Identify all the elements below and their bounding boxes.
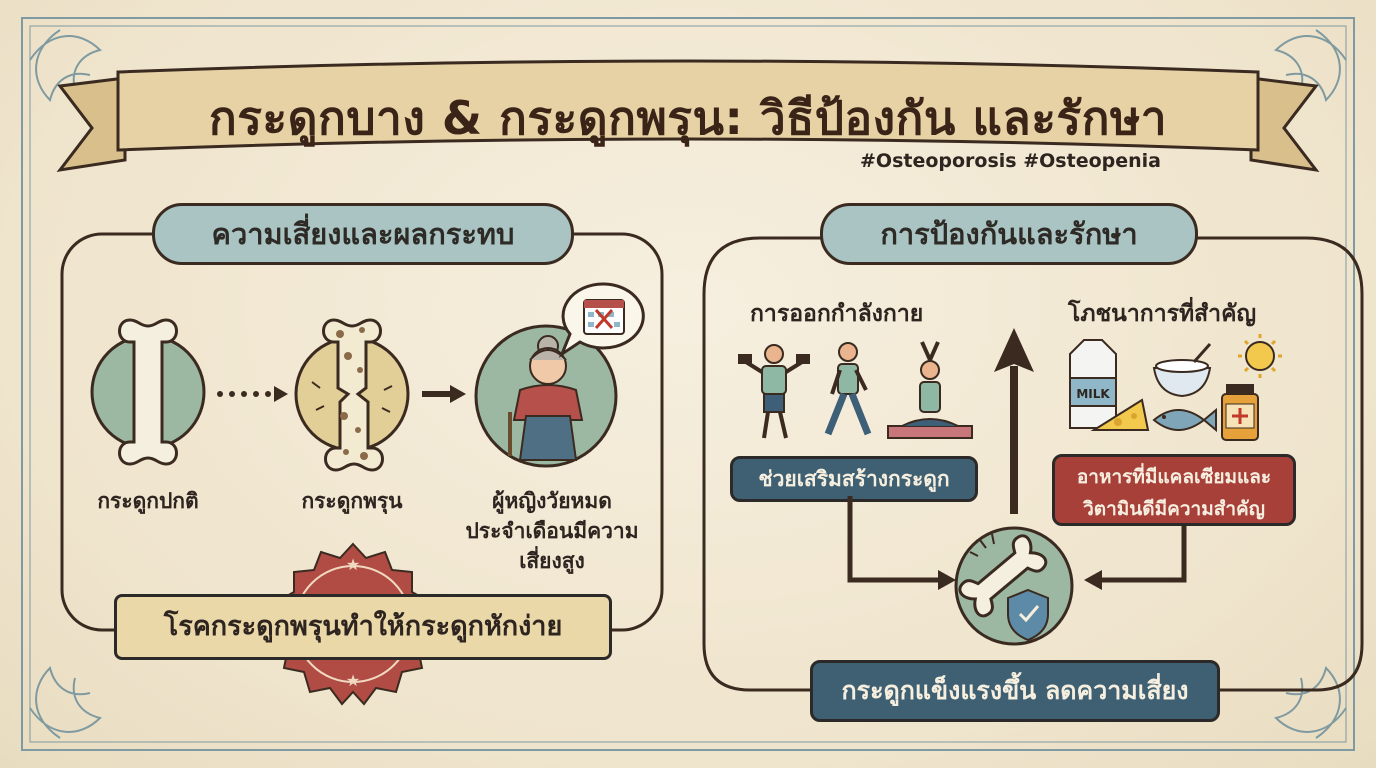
up-arrow-icon [994,328,1034,514]
svg-text:★: ★ [346,555,360,574]
normal-bone-label: กระดูกปกติ [97,489,199,513]
outcome-box: กระดูกแข็งแรงขึ้น ลดความเสี่ยง [810,660,1220,722]
sun-icon [1238,334,1282,378]
walking-person-icon [824,342,872,436]
strong-bone-shield-icon [954,526,1074,646]
exercise-title: การออกกำลังกาย [750,301,924,327]
nutrition-title: โภชนาการที่สำคัญ [1068,301,1257,327]
fish-icon [1152,407,1217,433]
normal-bone-icon [90,318,206,466]
right-panel-header: การป้องกันและรักษา [820,203,1198,265]
dumbbell-person-icon [738,344,810,439]
left-panel-header: ความเสี่ยงและผลกระทบ [152,203,574,265]
yogurt-bowl-icon [1152,343,1212,398]
dotted-arrow-icon [217,386,288,402]
menopause-risk-label: ผู้หญิงวัยหมด ประจำเดือนมีความ เสี่ยงสูง [465,489,639,573]
porous-bone-label: กระดูกพรุน [301,489,403,513]
cheese-icon [1090,398,1150,431]
exercise-result-box: ช่วยเสริมสร้างกระดูก [730,456,978,502]
title-ribbon [56,59,1320,173]
yoga-person-icon [887,341,973,439]
arrow-icon [422,385,466,403]
nutrition-result-box: อาหารที่มีแคลเซียมและ วิตามินดีมีความสำค… [1052,454,1296,526]
page-title: กระดูกบาง & กระดูกพรุน: วิธีป้องกัน และร… [208,91,1168,145]
exercise-icons [738,341,973,439]
svg-text:★: ★ [346,671,360,690]
milk-carton-icon: MILK [1069,339,1117,429]
connector-arrows [847,496,1187,590]
calendar-bubble-icon [558,282,645,358]
nutrition-icons: MILK [1069,334,1282,441]
porous-bone-icon [294,318,410,472]
elderly-woman-icon [474,324,618,468]
hashtags: #Osteoporosis #Osteopenia [860,150,1161,172]
svg-text:MILK: MILK [1076,387,1110,401]
fracture-warning-banner: โรคกระดูกพรุนทำให้กระดูกหักง่าย [114,594,612,660]
supplement-bottle-icon [1221,384,1259,441]
right-panel-frame [702,236,1364,692]
